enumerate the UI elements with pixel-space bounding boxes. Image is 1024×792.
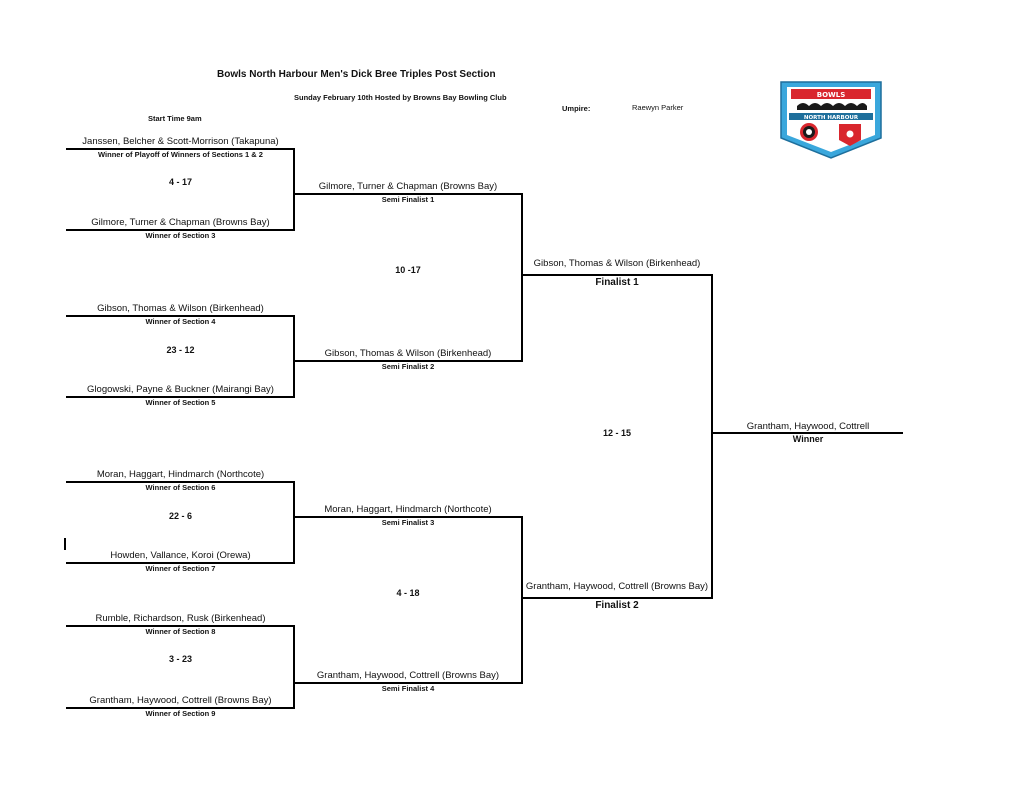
round1-match4-top-caption: Winner of Section 8 (145, 627, 216, 636)
round1-match2-score: 23 - 12 (166, 345, 195, 355)
round1-match3-score: 22 - 6 (168, 511, 192, 521)
finalist-2-caption: Finalist 2 (595, 600, 639, 611)
umpire-name: Raewyn Parker (632, 103, 684, 112)
round1-match3-bottom-team: Howden, Vallance, Koroi (Orewa) (110, 550, 251, 561)
round1-match4-bottom-team: Grantham, Haywood, Cottrell (Browns Bay) (89, 695, 272, 706)
round1-match4-bottom-caption: Winner of Section 9 (145, 709, 216, 718)
semi-score-2: 4 - 18 (396, 588, 420, 598)
round1-match2-top-team: Gibson, Thomas & Wilson (Birkenhead) (97, 303, 264, 314)
start-time: Start Time 9am (148, 114, 202, 123)
round1-match4-top-team: Rumble, Richardson, Rusk (Birkenhead) (95, 613, 266, 624)
semi-score-1: 10 -17 (395, 265, 421, 275)
round1-match3-top-team: Moran, Haggart, Hindmarch (Northcote) (96, 469, 265, 480)
semifinalist-2-team: Gibson, Thomas & Wilson (Birkenhead) (324, 348, 492, 359)
semifinalist-3-team: Moran, Haggart, Hindmarch (Northcote) (324, 504, 492, 515)
logo-band-text: NORTH HARBOUR (804, 115, 859, 121)
bowls-north-harbour-logo: BOWLS NORTH HARBOUR (780, 81, 882, 159)
round1-match3-bottom-caption: Winner of Section 7 (145, 564, 216, 573)
finalist-2-team: Grantham, Haywood, Cottrell (Browns Bay) (525, 581, 709, 592)
semifinalist-3-caption: Semi Finalist 3 (381, 518, 435, 527)
round1-match2-bottom-caption: Winner of Section 5 (145, 398, 216, 407)
semifinalist-4-team: Grantham, Haywood, Cottrell (Browns Bay) (316, 670, 500, 681)
round1-match1-bottom-team: Gilmore, Turner & Chapman (Browns Bay) (91, 217, 270, 228)
winner-team: Grantham, Haywood, Cottrell (746, 421, 870, 432)
finalist-1-caption: Finalist 1 (595, 277, 639, 288)
round1-match4-score: 3 - 23 (168, 654, 192, 664)
semifinalist-2-caption: Semi Finalist 2 (381, 362, 435, 371)
document-title: Bowls North Harbour Men's Dick Bree Trip… (217, 69, 496, 80)
semifinalist-1-team: Gilmore, Turner & Chapman (Browns Bay) (318, 181, 498, 192)
finalist-1-team: Gibson, Thomas & Wilson (Birkenhead) (533, 258, 701, 269)
round1-match3-top-caption: Winner of Section 6 (145, 483, 216, 492)
semifinalist-4-caption: Semi Finalist 4 (381, 684, 435, 693)
round1-match1-top-team: Janssen, Belcher & Scott-Morrison (Takap… (82, 136, 279, 147)
logo-top-text: BOWLS (817, 91, 846, 99)
round1-match1-score: 4 - 17 (168, 177, 192, 187)
round1-match2-bottom-team: Glogowski, Payne & Buckner (Mairangi Bay… (87, 384, 274, 395)
round1-match1-bottom-caption: Winner of Section 3 (145, 231, 216, 240)
round1-match1-top-caption: Winner of Playoff of Winners of Sections… (98, 150, 263, 159)
final-score: 12 - 15 (602, 428, 632, 438)
semifinalist-1-caption: Semi Finalist 1 (381, 195, 435, 204)
umpire-label: Umpire: (562, 104, 591, 113)
round1-match2-top-caption: Winner of Section 4 (145, 317, 216, 326)
winner-caption: Winner (792, 434, 824, 444)
document-subtitle: Sunday February 10th Hosted by Browns Ba… (294, 93, 507, 102)
